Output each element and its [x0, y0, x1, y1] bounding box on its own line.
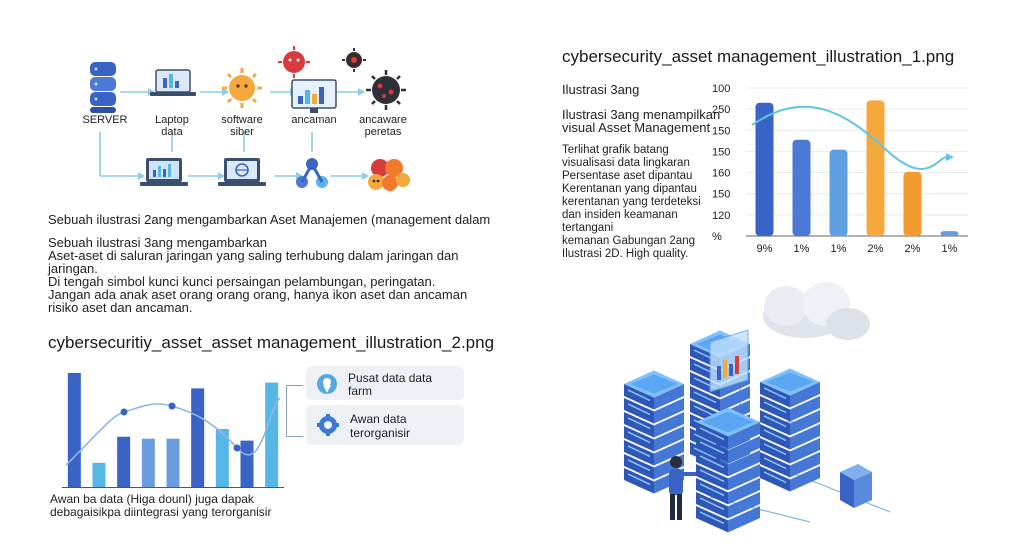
y-tick-label: 250 [712, 104, 730, 116]
trend-line [751, 105, 947, 170]
y-tick-label: 150 [712, 189, 730, 201]
bar [67, 372, 81, 487]
y-tick-label: 150 [712, 146, 730, 158]
trend-point [168, 402, 176, 410]
trend-line [65, 397, 281, 466]
trend-point [120, 408, 128, 416]
bar [141, 438, 155, 487]
legend-card-datacenter: Pusat data data farm [306, 366, 464, 400]
datacenter-illustration [624, 282, 891, 533]
software-sun-icon [222, 68, 262, 108]
virus-icon-small [342, 48, 366, 72]
bar [866, 100, 885, 236]
flow-paragraph: Sebuah ilustrasi 3ang mengambarkan Aset-… [48, 235, 468, 315]
x-tick-label: 2% [905, 243, 921, 255]
x-tick-label: 1% [794, 243, 810, 255]
cloud-gear-icon [317, 414, 339, 436]
monitor-chart-icon [291, 79, 337, 113]
small-server-icon [840, 464, 872, 508]
laptop-dashboard-icon [140, 158, 188, 186]
legend-card-cloud: Awan data terorganisir [306, 405, 464, 445]
bar [117, 436, 131, 487]
bar [755, 102, 774, 236]
person-icon [669, 456, 696, 520]
bar [829, 149, 848, 236]
bar [265, 382, 279, 487]
chart2-axis [62, 487, 284, 488]
chart2-connector [286, 385, 303, 437]
legend-cloud-label: Awan data terorganisir [350, 412, 411, 440]
panel1-text-b: Terlihat grafik batang visualisasi data … [562, 144, 701, 260]
panel1-heading: Ilustrasi 3ang [562, 82, 640, 97]
x-tick-label: 2% [868, 243, 884, 255]
bar [166, 438, 180, 487]
bar-chart-2 [65, 372, 281, 487]
x-tick-label: 1% [942, 243, 958, 255]
server-icon [90, 62, 116, 113]
flow-label-laptop: Laptop data [155, 114, 189, 138]
cloud-icon [763, 282, 870, 340]
trend-point [233, 444, 241, 452]
bar [240, 440, 254, 487]
bar [940, 231, 959, 236]
laptop-globe-icon [218, 158, 266, 186]
bar-chart-1: 100 250 150 150 160 150 120% 9% 1% 1% 2% 2% 1% [712, 83, 968, 255]
y-tick-label: % [712, 231, 722, 243]
laptop-icon [150, 69, 196, 96]
x-tick-label: 9% [757, 243, 773, 255]
flow-caption: Sebuah ilustrasi 2ang mengambarkan Aset … [48, 212, 491, 227]
flow-label-software: software siber [221, 114, 263, 138]
y-tick-label: 150 [712, 125, 730, 137]
panel1-title: cybersecurity_asset management_illustrat… [562, 47, 955, 66]
flow-label-hacker: ancaware peretas [359, 114, 407, 138]
threat-group-icon [368, 159, 410, 191]
bar [903, 171, 922, 236]
bar [92, 462, 106, 487]
panel1-text-a: Ilustrasi 3ang menampilkan visual Asset … [562, 107, 721, 135]
trend-arrow [946, 153, 954, 162]
y-tick-label: 160 [712, 168, 730, 180]
x-tick-label: 1% [831, 243, 847, 255]
panel2-title: cybersecuritiy_asset_asset management_il… [48, 333, 495, 352]
server-tower-icon [760, 368, 820, 492]
bar [215, 429, 229, 487]
y-tick-label: 120 [712, 210, 730, 222]
asset-flow-diagram [90, 46, 410, 191]
virus-icon-large [278, 46, 310, 78]
flow-label-threat: ancaman [291, 114, 337, 126]
y-tick-label: 100 [712, 83, 730, 95]
malware-virus-icon [366, 70, 406, 110]
flow-label-server: SERVER [82, 114, 128, 126]
legend-datacenter-label: Pusat data data farm [348, 371, 433, 398]
network-nodes-icon [296, 158, 328, 188]
location-pin-icon [317, 374, 337, 394]
floating-dashboard-icon [709, 329, 749, 393]
panel2-caption: Awan ba data (Higa dounl) juga dapak deb… [50, 492, 272, 519]
bar [191, 388, 205, 487]
server-tower-icon [696, 407, 760, 533]
bar [792, 139, 811, 236]
